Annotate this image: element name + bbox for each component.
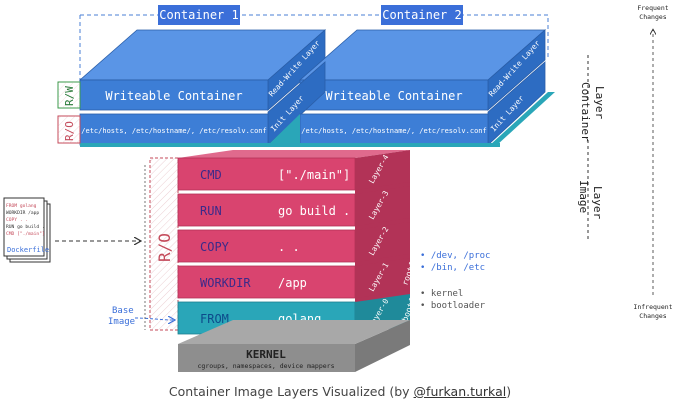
- bootfs-item-2: • bootloader: [420, 301, 486, 311]
- base-image-annotation: Base Image: [108, 306, 174, 327]
- dockerfile-line-2: COPY . .: [6, 217, 28, 223]
- layer-4-command: FROM: [200, 312, 229, 326]
- init-layer-base-strip: [80, 143, 500, 147]
- dockerfile-label: Dockerfile: [7, 246, 49, 254]
- ro-image-tag: R/O: [149, 157, 179, 331]
- dockerfile-line-3: RUN go build .: [6, 224, 45, 230]
- container-1-writeable-layer: Writeable Container Read-Write Layer: [78, 29, 327, 111]
- container-2-writeable-label: Writeable Container: [325, 89, 462, 103]
- kernel-layer: KERNEL cgroups, namespaces, device mappe…: [178, 320, 410, 372]
- infrequent-label-2: Changes: [639, 312, 666, 320]
- layer-3-argument: /app: [278, 276, 307, 290]
- rootfs-annotation: rootfs • /dev, /proc • /bin, /etc: [400, 251, 490, 287]
- container-2-init-layer: /etc/hosts, /etc/hostname/, /etc/resolv.…: [268, 61, 555, 146]
- svg-text:R/O: R/O: [63, 121, 76, 141]
- infrequent-label-1: Infrequent: [633, 303, 672, 311]
- rw-tag: R/W: [57, 81, 81, 109]
- figure-caption: Container Image Layers Visualized (by @f…: [168, 384, 512, 399]
- layer-1-command: RUN: [200, 204, 222, 218]
- rootfs-item-2: • /bin, /etc: [420, 263, 485, 273]
- dockerfile-line-1: WORKDIR /app: [6, 210, 39, 216]
- svg-text:Layer: Layer: [593, 86, 606, 119]
- base-image-arrow: [134, 318, 174, 320]
- bootfs-annotation: bootfs • kernel • bootloader: [400, 289, 485, 323]
- layer-1-argument: go build .: [278, 204, 350, 218]
- layer-3-command: WORKDIR: [200, 276, 251, 290]
- svg-text:R/W: R/W: [63, 86, 76, 106]
- bootfs-item-1: • kernel: [420, 289, 463, 299]
- container-1-init-label: /etc/hosts, /etc/hostname/, /etc/resolv.…: [81, 127, 266, 135]
- svg-text:Layer: Layer: [591, 186, 604, 219]
- ro-container-tag: R/O: [57, 115, 81, 144]
- dockerfile-line-0: FROM golang: [6, 203, 37, 209]
- layer-2-argument: . .: [278, 240, 300, 254]
- container-layer-label: Container Layer: [579, 55, 606, 142]
- kernel-title: KERNEL: [246, 348, 286, 361]
- svg-text:Container: Container: [579, 82, 592, 142]
- kernel-subtitle: cgroups, namespaces, device mappers: [198, 362, 335, 370]
- container-2-title: Container 2: [382, 8, 461, 22]
- dockerfile-line-4: CMD ["./main"]: [6, 231, 45, 237]
- base-image-label-2: Image: [108, 317, 135, 327]
- change-frequency-axis: Frequent Changes Infrequent Changes: [633, 4, 672, 320]
- container-2-title-box: Container 2: [381, 5, 463, 25]
- container-1-init-layer: /etc/hosts, /etc/hostname/, /etc/resolv.…: [79, 61, 326, 146]
- base-image-label-1: Base: [112, 306, 134, 316]
- container-1-writeable-label: Writeable Container: [105, 89, 242, 103]
- container-1-title-box: Container 1: [158, 5, 240, 25]
- image-layer-0: CMD["./main"]Layer-4: [177, 150, 410, 191]
- layer-0-command: CMD: [200, 168, 222, 182]
- layer-0-argument: ["./main"]: [278, 168, 350, 182]
- frequent-label-1: Frequent: [637, 4, 668, 12]
- rootfs-item-1: • /dev, /proc: [420, 251, 490, 261]
- frequent-label-2: Changes: [639, 13, 666, 21]
- container-1-title: Container 1: [159, 8, 238, 22]
- image-layer-2: COPY. .Layer-2: [177, 222, 410, 263]
- svg-text:R/O: R/O: [155, 233, 174, 262]
- image-layer-label: Image Layer: [577, 140, 604, 240]
- container-2-init-label: /etc/hosts, /etc/hostname/, /etc/resolv.…: [301, 127, 486, 135]
- layer-2-command: COPY: [200, 240, 230, 254]
- author-link[interactable]: @furkan.turkal: [413, 384, 507, 399]
- svg-text:Image: Image: [577, 180, 590, 213]
